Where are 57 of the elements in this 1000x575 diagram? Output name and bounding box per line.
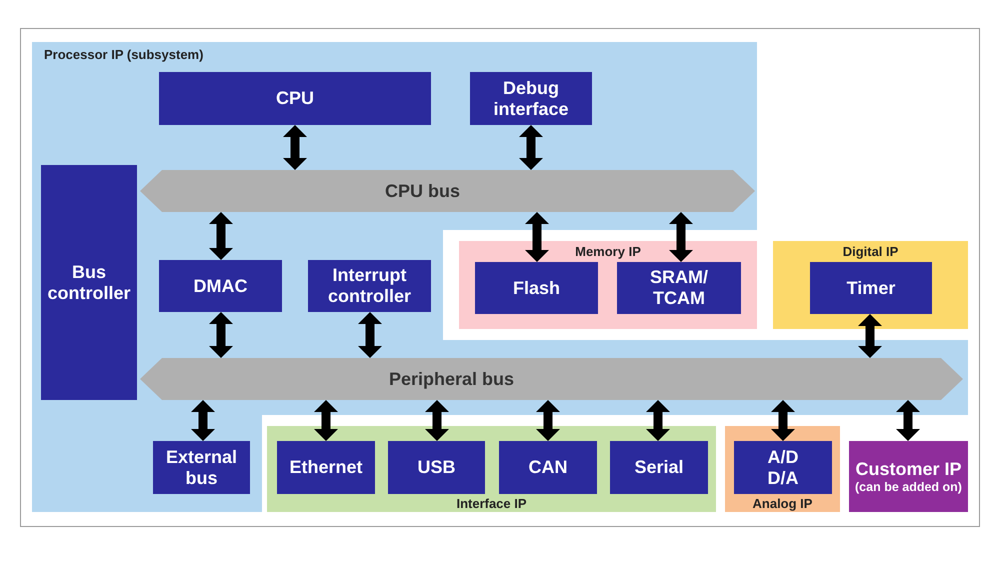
double-arrow: [358, 312, 382, 358]
ip-block: [388, 441, 485, 494]
block-label: Timer: [846, 278, 896, 298]
block-note: (can be added on): [855, 480, 962, 494]
double-arrow: [646, 400, 670, 441]
block-label: External bus: [164, 446, 238, 488]
block-label: CPU: [276, 88, 314, 109]
ip-block: [41, 165, 137, 400]
ip-group-panel: [459, 241, 757, 329]
ip-block: [475, 262, 598, 314]
block-label: Flash: [512, 278, 560, 298]
group-label: Interface IP: [455, 496, 528, 511]
bus-label: Peripheral bus: [388, 368, 514, 390]
block-label: DMAC: [194, 276, 248, 296]
double-arrow: [519, 125, 543, 170]
double-arrow: [669, 212, 693, 262]
ip-block: [849, 441, 968, 512]
block-label: SRAM/ TCAM: [649, 267, 709, 309]
ip-block: [153, 441, 250, 494]
double-arrow: [525, 212, 549, 262]
ip-block: [277, 441, 375, 494]
block-label: USB: [417, 457, 456, 478]
ip-block: [159, 260, 282, 312]
double-arrow: [536, 400, 560, 441]
double-arrow: [314, 400, 338, 441]
ip-block: [734, 441, 832, 494]
block-label: Ethernet: [289, 457, 362, 478]
block-label: Customer IP: [855, 458, 962, 480]
ip-block: [610, 441, 708, 494]
block-label: Bus controller: [46, 262, 132, 304]
double-arrow: [858, 314, 882, 358]
group-label: Analog IP: [752, 496, 814, 511]
block-label: CAN: [528, 457, 568, 478]
block-label: Debug interface: [492, 78, 570, 120]
double-arrow: [209, 212, 233, 260]
block-label: Serial: [634, 457, 684, 478]
bus-label: CPU bus: [384, 180, 460, 202]
double-arrow: [425, 400, 449, 441]
ip-block: [617, 262, 741, 314]
double-arrow: [209, 312, 233, 358]
ip-block: [810, 262, 932, 314]
double-arrow: [896, 400, 920, 441]
ip-block: [308, 260, 431, 312]
ip-block: [159, 72, 431, 125]
block-label: Interrupt controller: [326, 265, 412, 307]
ip-group-panel: [725, 426, 840, 512]
double-arrow: [283, 125, 307, 170]
double-arrow: [771, 400, 795, 441]
double-arrow: [191, 400, 215, 441]
block-label: A/D D/A: [766, 446, 800, 488]
group-label: Digital IP: [842, 244, 900, 259]
region-title: Processor IP (subsystem): [44, 47, 204, 62]
ip-group-panel: [773, 241, 968, 329]
ip-block: [499, 441, 597, 494]
group-label: Memory IP: [574, 244, 642, 259]
ip-block: [470, 72, 592, 125]
ip-group-panel: [267, 426, 716, 512]
